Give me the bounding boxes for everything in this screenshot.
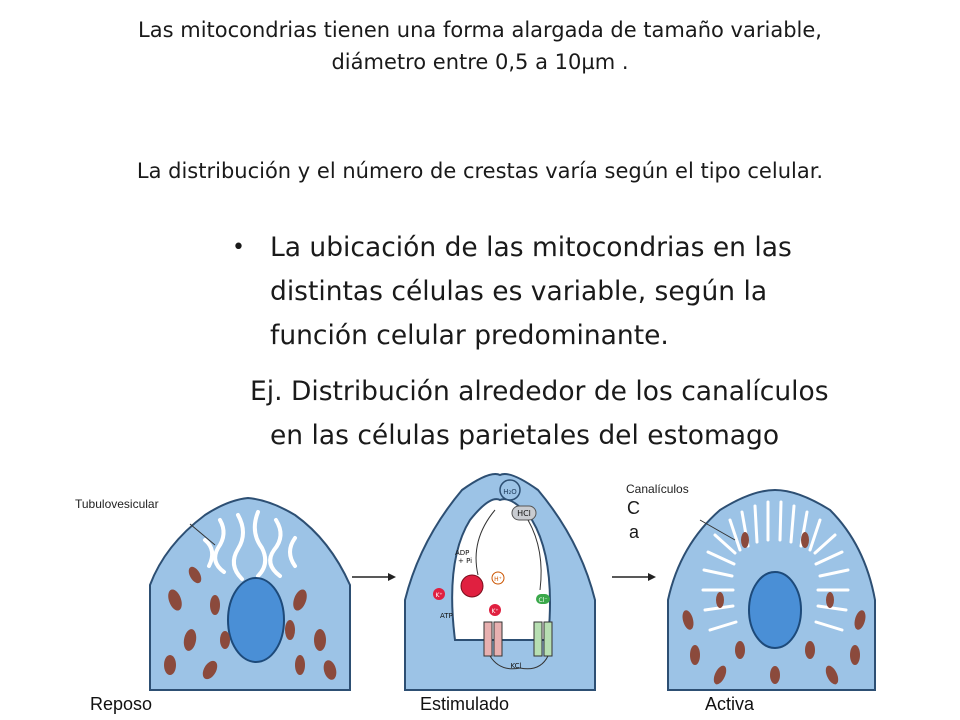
label-h2o: H₂O <box>503 488 517 496</box>
bullet-item: • La ubicación de las mitocondrias en la… <box>230 226 920 358</box>
cell-estimulado: H₂O HCl ADP + Pi ATP K⁺ H⁺ K⁺ Cl⁻ KCl <box>404 473 596 691</box>
example-paragraph: Ej. Distribución alrededor de los canalí… <box>250 370 940 458</box>
cell-reposo <box>149 496 351 691</box>
stage-label-reposo: Reposo <box>90 694 153 714</box>
example-line-1: Ej. Distribución alrededor de los canalí… <box>250 376 829 407</box>
label-cl: Cl⁻ <box>538 597 547 604</box>
label-hcl: HCl <box>517 509 531 518</box>
label-canaliculos: Canalículos <box>626 482 689 496</box>
stage-label-estimulado: Estimulado <box>420 694 510 714</box>
label-a: a <box>629 522 640 542</box>
bullet-line-1: La ubicación de las mitocondrias en las <box>270 232 792 263</box>
slide-subtitle: La distribución y el número de crestas v… <box>136 159 824 183</box>
bullet-line-2: distintas células es variable, según la <box>270 276 768 307</box>
example-line-2: en las células parietales del estomago <box>270 420 780 451</box>
label-tubulovesicular: Tubulovesicular <box>75 497 159 511</box>
label-hplus: H⁺ <box>494 576 502 583</box>
arrow-1 <box>352 573 396 581</box>
label-c: C <box>627 498 640 518</box>
bullet-icon: • <box>232 235 245 260</box>
label-kcl: KCl <box>510 662 521 670</box>
slide-title: Las mitocondrias tienen una forma alarga… <box>0 14 960 78</box>
cell-activa <box>667 488 876 691</box>
label-kplus-left: K⁺ <box>435 592 442 599</box>
label-adp: ADP <box>455 549 469 557</box>
label-pi: + Pi <box>458 557 472 565</box>
stage-label-activa: Activa <box>705 694 755 714</box>
title-line-1: Las mitocondrias tienen una forma alarga… <box>138 18 822 42</box>
title-line-2: diámetro entre 0,5 a 10µm . <box>331 50 629 74</box>
bullet-line-3: función celular predominante. <box>270 320 669 351</box>
pointer-tubulovesicular <box>189 523 216 546</box>
label-kplus-right: K⁺ <box>491 608 498 615</box>
bullet-paragraph: • La ubicación de las mitocondrias en la… <box>230 226 920 358</box>
label-atp: ATP <box>440 612 453 620</box>
arrow-2 <box>612 573 656 581</box>
